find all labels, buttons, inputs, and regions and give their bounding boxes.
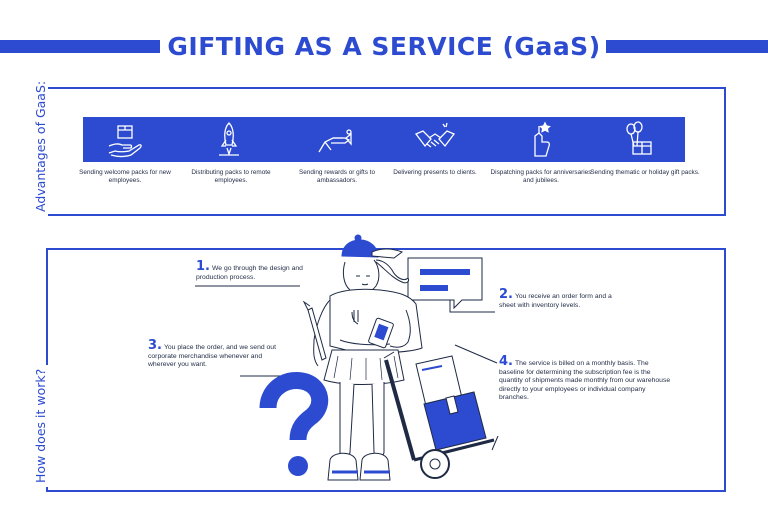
advantage-text-6: Sending thematic or holiday gift packs. [590,169,700,176]
step-2: 2.You receive an order form and a sheet … [499,288,629,310]
page-title: GIFTING AS A SERVICE (GaaS) [167,32,601,61]
advantage-text-5: Dispatching packs for anniversaries and … [490,169,592,185]
hand-box-icon [108,125,142,158]
advantage-text-4: Delivering presents to clients. [393,169,477,176]
step-4-leader [454,344,498,364]
hand-gift-icon [318,129,352,153]
pencil [307,307,327,361]
order-form-bubble [407,257,483,310]
person-hair [375,259,409,284]
person-cap [341,234,404,259]
step-1-number: 1. [196,259,210,274]
advantage-text-3: Sending rewards or gifts to ambassadors. [298,169,376,185]
person-shoe-left [327,452,359,481]
balloon-box-icon [626,121,652,155]
step-1-text: We go through the design and production … [196,265,303,281]
hand-star-icon [534,121,551,157]
advantage-text-1: Sending welcome packs for new employees. [79,169,171,185]
title-bar-right [606,40,768,53]
person-skirt [323,349,405,385]
step-4: 4.The service is billed on a monthly bas… [499,355,671,403]
step-4-text: The service is billed on a monthly basis… [499,360,671,402]
step-4-number: 4. [499,354,513,369]
person-arm-left [313,299,331,367]
advantages-band [83,117,685,162]
advantage-text-2: Distributing packs to remote employees. [191,169,271,185]
person-shoe-right [359,452,391,481]
step-2-text: You receive an order form and a sheet wi… [499,293,612,309]
phone [368,317,394,349]
step-2-leader [449,300,495,313]
step-1: 1.We go through the design and productio… [196,260,308,282]
step-3-text: You place the order, and we send out cor… [148,344,276,369]
title-bar-left [0,40,160,53]
person-head [342,259,380,294]
step-2-number: 2. [499,287,513,302]
rocket-icon [219,122,239,157]
step-3: 3.You place the order, and we send out c… [148,339,288,370]
person-arm-right [389,309,411,348]
hand-trolley [383,351,499,479]
person-legs [339,382,385,457]
step-3-number: 3. [148,338,162,353]
question-mark [259,372,329,476]
handshake-icon [414,122,456,148]
box-bottom [423,391,487,451]
